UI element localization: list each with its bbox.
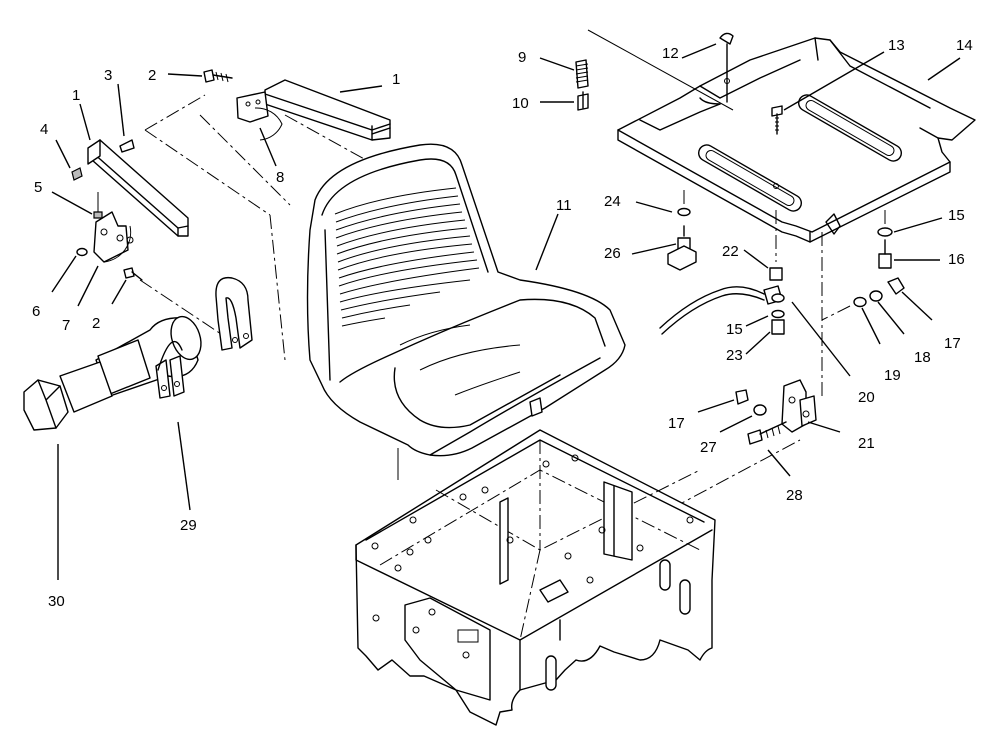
callout-20: 20 [858,389,875,406]
callout-26: 26 [604,245,621,262]
callout-22: 22 [722,243,739,260]
armrest-left [87,139,189,263]
callout-2-upper: 2 [148,67,156,84]
callout-3: 3 [104,67,112,84]
callout-29: 29 [180,517,197,534]
seat-plate [617,37,976,243]
callout-8: 8 [276,169,284,186]
callout-2-lower: 2 [92,315,100,332]
callout-14: 14 [956,37,973,54]
cylinder-assembly [23,315,202,431]
callout-30: 30 [48,593,65,610]
hardware-center [659,190,785,335]
callout-7: 7 [62,317,70,334]
console-base [355,429,716,726]
callout-15-lower: 15 [726,321,743,338]
callout-13: 13 [888,37,905,54]
callout-labels: 1 1 2 2 3 4 5 6 7 8 9 10 11 12 13 14 15 … [32,37,973,610]
seat-back-ribs [334,187,480,327]
callout-17-lower: 17 [668,415,685,432]
callout-12: 12 [662,45,679,62]
callout-11: 11 [556,197,572,214]
callout-9: 9 [518,49,526,66]
small-parts-left [71,139,143,281]
callout-4: 4 [40,121,48,138]
hardware-top [575,29,783,135]
strap-clamp [215,276,253,351]
callout-24: 24 [604,193,621,210]
callout-15-upper: 15 [948,207,965,224]
callout-18: 18 [914,349,931,366]
callout-28: 28 [786,487,803,504]
callout-6: 6 [32,303,40,320]
callout-27: 27 [700,439,717,456]
callout-10: 10 [512,95,529,112]
callout-5: 5 [34,179,42,196]
seat [306,143,626,480]
hardware-right [821,210,905,321]
callout-1-upper: 1 [392,71,400,88]
callout-1-left: 1 [72,87,80,104]
callout-16: 16 [948,251,965,268]
bolt-2-upper [203,69,233,83]
callout-17-right: 17 [944,335,961,352]
callout-21: 21 [858,435,875,452]
leader-lines [51,43,961,580]
callout-23: 23 [726,347,743,364]
callout-19: 19 [884,367,901,384]
bracket-21 [649,232,823,521]
armrest-right [236,79,391,141]
